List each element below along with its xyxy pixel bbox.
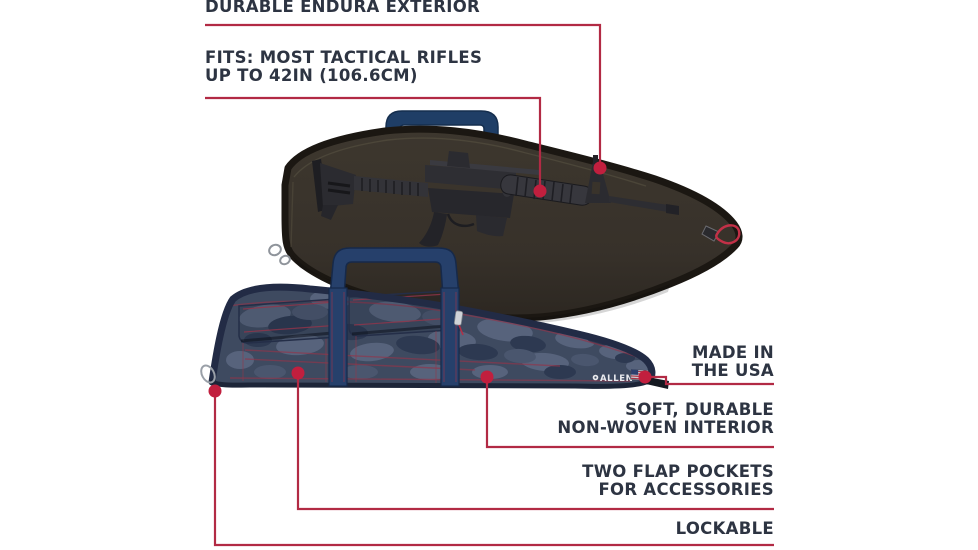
rifle-upper-receiver [425, 165, 516, 190]
label-interior-line2: NON-WOVEN INTERIOR [557, 418, 774, 437]
label-flap-pockets-line1: TWO FLAP POCKETS [582, 462, 774, 481]
camo-case-bottom-binding [209, 378, 651, 389]
callout-line-exterior [205, 23, 602, 168]
label-flap-pockets: TWO FLAP POCKETS FOR ACCESSORIES [582, 463, 774, 499]
callout-dot-exterior [593, 161, 607, 175]
label-made-in-usa: MADE IN THE USA [692, 344, 774, 380]
label-lockable: LOCKABLE [675, 519, 774, 538]
camo-case-straps [328, 287, 460, 387]
rifle-muzzle [666, 204, 679, 215]
callout-dot-interior [480, 370, 494, 384]
top-case-zipper-slider [701, 225, 720, 242]
brand-logo-text: ALLEN [600, 374, 633, 384]
label-made-in-usa-line2: THE USA [691, 361, 774, 380]
rifle-stock-toe [321, 205, 338, 220]
rifle-stock-slots [327, 181, 351, 195]
label-fits-line1: FITS: MOST TACTICAL RIFLES [205, 48, 483, 67]
callout-dot-made-in-usa [638, 370, 652, 384]
label-fits-line2: UP TO 42IN (106.6CM) [205, 66, 418, 85]
camo-case-end-tab [646, 377, 669, 389]
callout-line-lockable [213, 391, 774, 547]
left-sling-ring [268, 243, 282, 257]
rifle-front-sight-post [593, 155, 598, 164]
callout-lines [205, 23, 774, 547]
rifle-buffer-rings [361, 178, 419, 196]
top-case-zipper-seam [293, 137, 647, 187]
brand-logo: ALLEN [592, 374, 633, 384]
top-case-zipper-cord [715, 224, 741, 245]
callout-dot-lockable [208, 384, 222, 398]
callout-dot-fits [533, 184, 547, 198]
rifle-trigger-guard [446, 213, 475, 228]
rifle-rear-sight [447, 151, 470, 168]
callout-line-made-in-usa [648, 375, 774, 386]
rifle [312, 151, 679, 247]
camo-case-zipper-pull [453, 310, 464, 336]
left-zipper-ring [279, 254, 291, 266]
callout-dot-pockets [291, 366, 305, 380]
callout-line-interior [485, 377, 774, 449]
camo-case-wire-loop [200, 364, 216, 384]
label-interior-line1: SOFT, DURABLE [625, 400, 774, 419]
label-durable-endura-exterior: DURABLE ENDURA EXTERIOR [205, 0, 481, 16]
callout-dots [208, 161, 652, 398]
rifle-magazine [476, 215, 507, 237]
rifle-front-sight-hole [591, 181, 601, 195]
label-interior: SOFT, DURABLE NON-WOVEN INTERIOR [557, 401, 774, 437]
callout-line-fits [205, 96, 542, 191]
top-case-left-seam [290, 181, 294, 248]
callout-line-pockets [296, 373, 774, 511]
rifle-barrel [609, 196, 668, 212]
label-flap-pockets-line2: FOR ACCESSORIES [598, 480, 774, 499]
rifle-grip [419, 212, 447, 247]
label-made-in-usa-line1: MADE IN [692, 343, 774, 362]
rifle-lower-receiver [428, 188, 514, 218]
label-fits: FITS: MOST TACTICAL RIFLES UP TO 42IN (1… [205, 49, 482, 85]
